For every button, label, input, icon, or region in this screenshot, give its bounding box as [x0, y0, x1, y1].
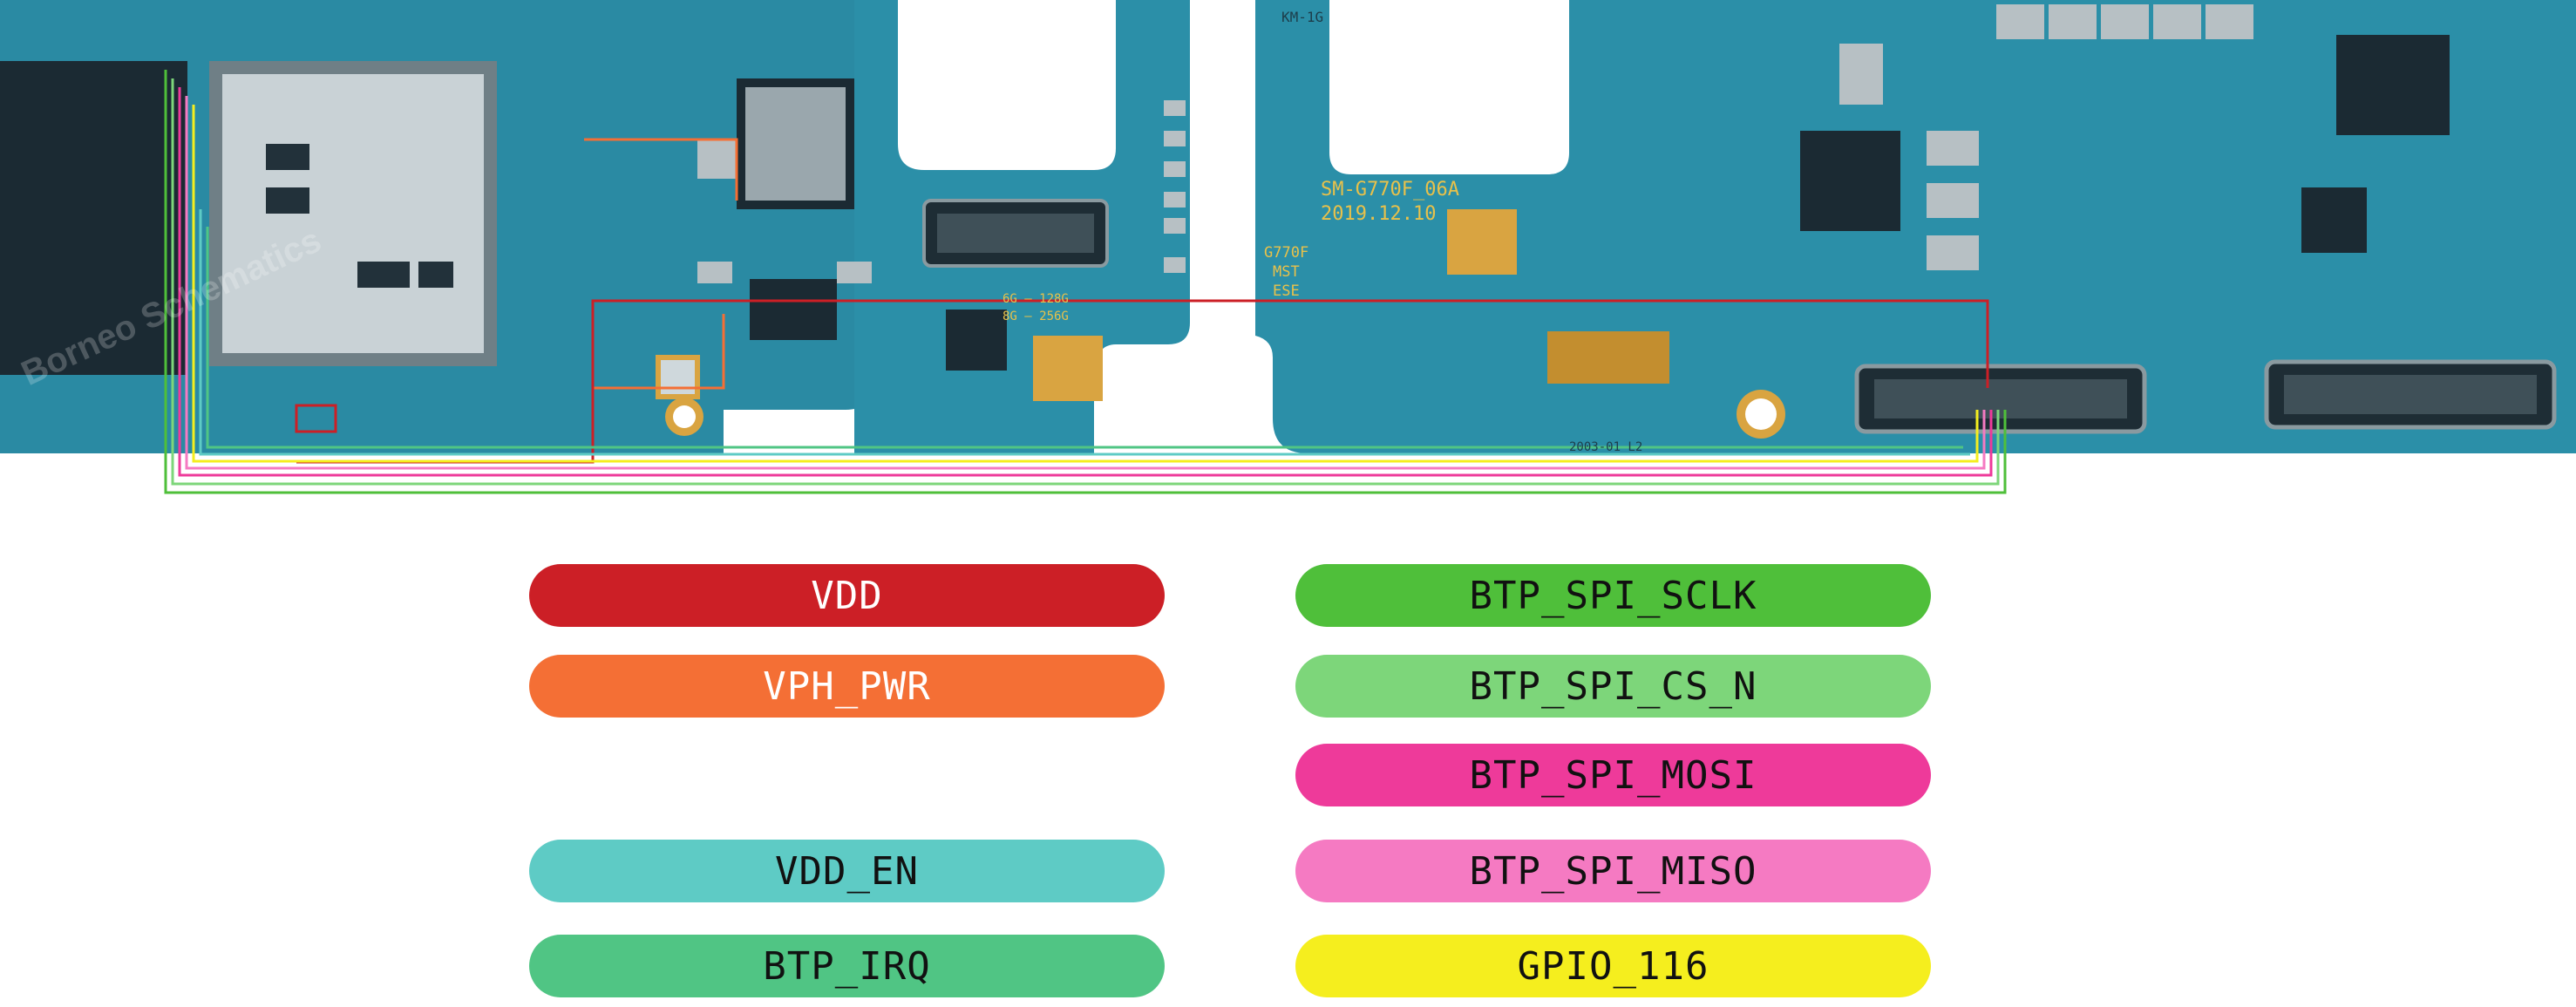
board-variant-label-2: 8G — 256G: [1003, 310, 1069, 323]
right-board-section: [1255, 0, 2576, 453]
board-model-label: SM-G770F_06A: [1321, 179, 1459, 201]
board-corner-label: KM-1G: [1281, 9, 1324, 25]
board-side-label-2: MST: [1273, 263, 1300, 281]
legend-pill-btp-spi-sclk: BTP_SPI_SCLK: [1295, 564, 1931, 627]
legend-pill-vdd: VDD: [529, 564, 1165, 627]
signal-traces: [164, 70, 2007, 494]
board-bottom-label: 2003-01 L2: [1569, 440, 1643, 454]
board-side-label-3: ESE: [1273, 282, 1300, 300]
legend-pill-vdd-en: VDD_EN: [529, 840, 1165, 902]
legend-pill-gpio-116: GPIO_116: [1295, 935, 1931, 997]
left-board-section: [0, 0, 1190, 453]
legend-pill-btp-spi-cs-n: BTP_SPI_CS_N: [1295, 655, 1931, 718]
board-side-label-1: G770F: [1264, 244, 1309, 262]
legend-pill-vph-pwr: VPH_PWR: [529, 655, 1165, 718]
legend-pill-btp-spi-mosi: BTP_SPI_MOSI: [1295, 744, 1931, 806]
board-variant-label-1: 6G — 128G: [1003, 292, 1069, 306]
legend-pill-btp-irq: BTP_IRQ: [529, 935, 1165, 997]
board-date-label: 2019.12.10: [1321, 203, 1437, 225]
legend-pill-btp-spi-miso: BTP_SPI_MISO: [1295, 840, 1931, 902]
